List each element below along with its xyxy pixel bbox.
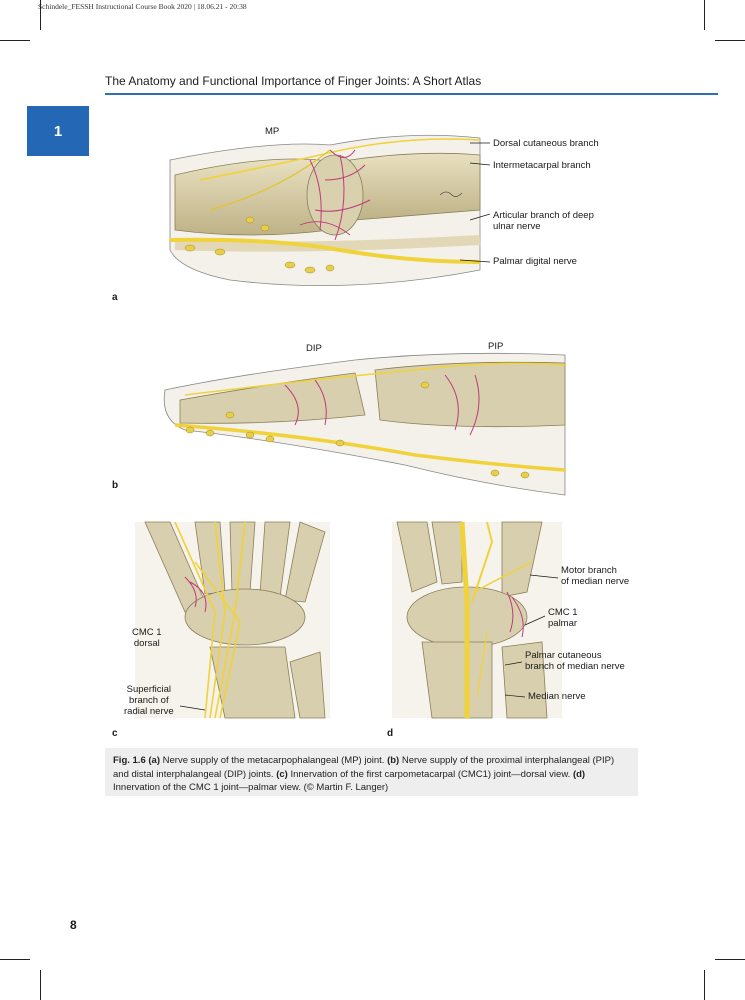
label-dip: DIP [306, 343, 322, 354]
label-line: radial nerve [124, 706, 174, 717]
crop-mark [0, 40, 30, 41]
label-line: Superficial [126, 684, 171, 695]
chapter-tab: 1 [27, 106, 89, 156]
panel-letter-a: a [112, 292, 118, 303]
label-line: CMC 1 [548, 607, 578, 618]
title-rule [105, 93, 718, 95]
label-pip: PIP [488, 341, 504, 352]
caption-text-c: Innervation of the first carpometacarpal… [287, 768, 573, 780]
crop-mark [704, 0, 705, 30]
caption-text-d: Innervation of the CMC 1 joint—palmar vi… [113, 782, 389, 793]
label-intermetacarpal-branch: Intermetacarpal branch [493, 160, 591, 171]
label-palmar-cutaneous-branch: Palmar cutaneous branch of median nerve [525, 650, 625, 672]
illustration-panel-a [169, 134, 481, 287]
panel-letter-d: d [387, 728, 394, 739]
label-line: branch of [129, 695, 169, 706]
panel-letter-c: c [112, 728, 118, 739]
crop-mark [40, 0, 41, 30]
panel-letter-b: b [112, 480, 119, 491]
crop-mark [40, 970, 41, 1000]
label-palmar-digital-nerve: Palmar digital nerve [493, 256, 577, 267]
caption-fig-label: Fig. 1.6 [113, 755, 146, 766]
caption-tag-a: (a) [148, 755, 160, 766]
illustration-panel-b [163, 352, 566, 496]
running-title: The Anatomy and Functional Importance of… [105, 74, 482, 88]
page-number: 8 [70, 918, 77, 932]
label-line: dorsal [133, 638, 160, 649]
label-line: palmar [548, 618, 578, 629]
crop-mark [0, 959, 30, 960]
caption-tag-b: (b) [387, 755, 400, 766]
label-cmc1-palmar: CMC 1 palmar [548, 607, 578, 629]
crop-mark [715, 40, 745, 41]
label-mp: MP [265, 126, 280, 137]
illustration-panel-c [135, 521, 330, 719]
label-median-nerve: Median nerve [528, 691, 586, 702]
label-line: ulnar nerve [493, 221, 541, 232]
crop-mark [715, 959, 745, 960]
label-line: of median nerve [561, 576, 630, 587]
illustration-panel-d [392, 521, 562, 719]
figure-caption: Fig. 1.6 (a) Nerve supply of the metacar… [105, 748, 638, 796]
label-cmc1-dorsal: CMC 1 dorsal [132, 627, 162, 649]
label-line: Palmar cutaneous [525, 650, 602, 661]
label-line: CMC 1 [132, 627, 162, 638]
caption-tag-c: (c) [276, 768, 288, 780]
label-line: branch of median nerve [525, 661, 625, 672]
label-articular-branch: Articular branch of deep ulnar nerve [493, 210, 594, 232]
crop-mark [704, 970, 705, 1000]
label-dorsal-cutaneous-branch: Dorsal cutaneous branch [493, 138, 599, 149]
label-line: Articular branch of deep [493, 210, 594, 221]
label-superficial-branch-radial-nerve: Superficial branch of radial nerve [124, 684, 174, 717]
label-motor-branch-median-nerve: Motor branch of median nerve [561, 565, 629, 587]
caption-tag-d: (d) [572, 768, 586, 780]
caption-text-b: Nerve supply of the proximal interphalan… [113, 755, 615, 780]
print-line: Schindele_FESSH Instructional Course Boo… [38, 2, 247, 11]
caption-text-a: Nerve supply of the metacarpophalangeal … [160, 755, 388, 766]
label-line: Motor branch [561, 565, 617, 576]
